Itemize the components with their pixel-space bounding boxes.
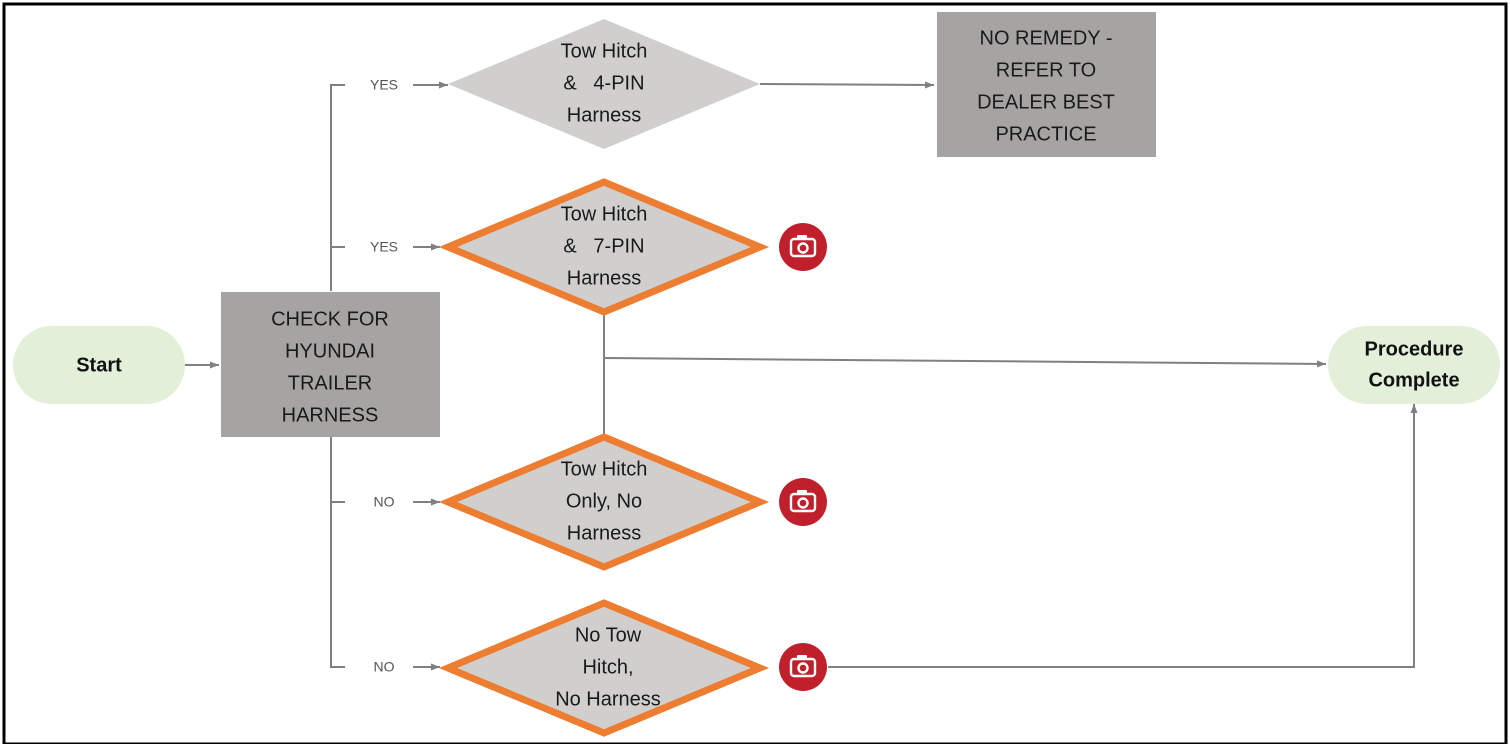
no-remedy-box: [937, 12, 1156, 157]
seven-pin-diamond: [438, 178, 770, 316]
hitch-only-label-line-3: Harness: [567, 522, 641, 544]
no-remedy-line-1: NO REMEDY -: [980, 27, 1113, 49]
connector-merge-to-complete: [603, 357, 1327, 368]
procedure-complete-node: Procedure Complete: [1328, 326, 1500, 404]
camera-icon[interactable]: [779, 478, 827, 526]
check-label-line-2: HYUNDAI: [285, 340, 375, 362]
complete-label-line-2: Complete: [1368, 369, 1459, 391]
seven-pin-label-line-3: Harness: [567, 267, 641, 289]
four-pin-label-line-2: & 4-PIN: [563, 72, 644, 94]
no-remedy-line-3: DEALER BEST: [977, 91, 1115, 113]
edge-label-hitch-only: NO: [374, 494, 395, 510]
edge-label-seven-pin: YES: [370, 239, 398, 255]
connector-four-pin-to-no-remedy: [759, 81, 935, 89]
no-hitch-label-line-2: Hitch,: [582, 656, 633, 678]
connectors: [185, 81, 1418, 671]
hitch-only-label-line-2: Only, No: [566, 490, 642, 512]
hitch-only-diamond: [438, 433, 770, 571]
connector-lower-branch: [330, 437, 345, 668]
start-node: Start: [13, 326, 185, 404]
check-label-line-1: CHECK FOR: [271, 308, 389, 330]
four-pin-diamond: [448, 19, 760, 149]
four-pin-label-line-1: Tow Hitch: [561, 40, 648, 62]
start-terminal-shape: [13, 326, 185, 404]
hitch-only-label-line-1: Tow Hitch: [561, 458, 648, 480]
edge-labels: YES YES NO NO: [370, 77, 398, 675]
complete-label-line-1: Procedure: [1365, 338, 1464, 360]
no-hitch-diamond: [438, 599, 770, 737]
seven-pin-label-line-1: Tow Hitch: [561, 203, 648, 225]
no-remedy-line-2: REFER TO: [996, 59, 1096, 81]
seven-pin-decision: Tow Hitch & 7-PIN Harness: [438, 178, 770, 316]
check-label-line-4: HARNESS: [282, 404, 379, 426]
check-label-line-3: TRAILER: [288, 372, 372, 394]
four-pin-decision: Tow Hitch & 4-PIN Harness: [448, 19, 760, 149]
check-harness-node: CHECK FOR HYUNDAI TRAILER HARNESS: [221, 292, 440, 437]
four-pin-label-line-3: Harness: [567, 104, 641, 126]
start-label: Start: [76, 354, 122, 376]
no-hitch-label-line-3: No Harness: [555, 688, 661, 710]
seven-pin-label-line-2: & 7-PIN: [563, 235, 644, 257]
no-hitch-decision: No Tow Hitch, No Harness: [438, 599, 770, 737]
no-remedy-node: NO REMEDY - REFER TO DEALER BEST PRACTIC…: [937, 12, 1156, 157]
complete-terminal-shape: [1328, 326, 1500, 404]
hitch-only-decision: Tow Hitch Only, No Harness: [438, 433, 770, 571]
connector-no-hitch-to-complete: [828, 404, 1418, 668]
edge-label-four-pin: YES: [370, 77, 398, 93]
check-process-box: [221, 292, 440, 437]
no-hitch-label-line-1: No Tow: [575, 624, 642, 646]
edge-label-no-hitch: NO: [374, 659, 395, 675]
connector-upper-branch: [330, 84, 345, 291]
camera-icon[interactable]: [779, 223, 827, 271]
camera-icon[interactable]: [779, 643, 827, 691]
no-remedy-line-4: PRACTICE: [995, 123, 1096, 145]
